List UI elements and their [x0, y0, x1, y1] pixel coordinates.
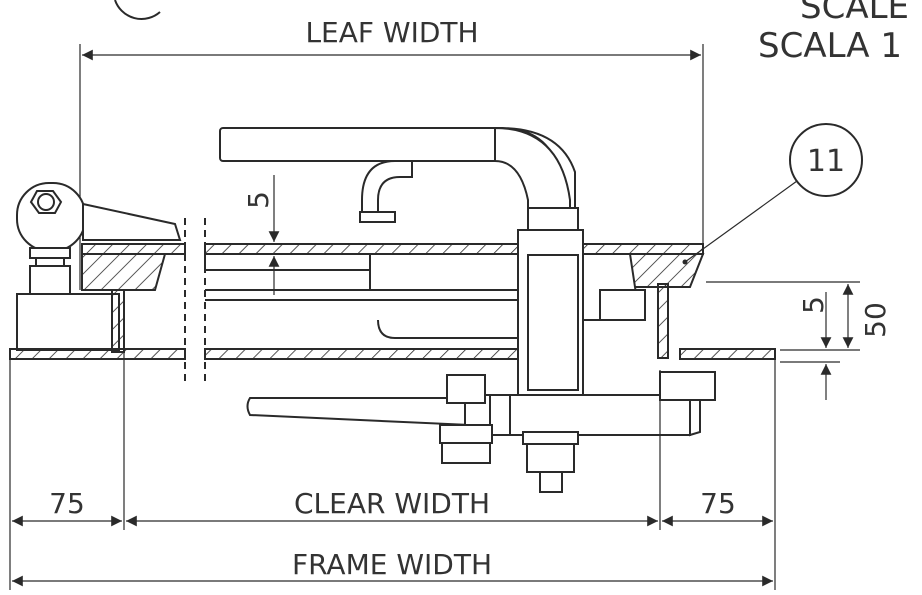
lock-body — [377, 229, 646, 396]
balloon-number: 11 — [807, 144, 845, 179]
bolt-center — [522, 431, 579, 493]
thickness-dimension: 5 — [242, 175, 280, 295]
hinge-assembly — [16, 182, 182, 351]
frame-profile — [9, 283, 776, 360]
leaf-width-label: LEAF WIDTH — [305, 16, 478, 49]
leaf-plate — [81, 243, 705, 291]
part-balloon-11: 11 — [682, 123, 863, 265]
height-dimension: 50 5 — [706, 281, 892, 400]
overall-height-label: 50 — [859, 302, 892, 338]
leaf-width-dimension: LEAF WIDTH — [79, 16, 704, 290]
right-margin-label: 75 — [700, 487, 736, 520]
lower-lever — [246, 371, 716, 437]
bolt-left — [439, 374, 493, 464]
frame-width-label: FRAME WIDTH — [292, 548, 492, 581]
clear-width-label: CLEAR WIDTH — [294, 487, 490, 520]
scale-label: SCALE — [800, 0, 909, 27]
thickness-label: 5 — [242, 191, 275, 209]
left-margin-label: 75 — [49, 487, 85, 520]
partial-balloon — [114, 0, 161, 20]
scale-label-ratio: SCALA 1 — [758, 26, 902, 66]
bottom-dimensions: 75 CLEAR WIDTH 75 FRAME WIDTH — [9, 352, 776, 590]
height-step-label: 5 — [797, 296, 830, 314]
